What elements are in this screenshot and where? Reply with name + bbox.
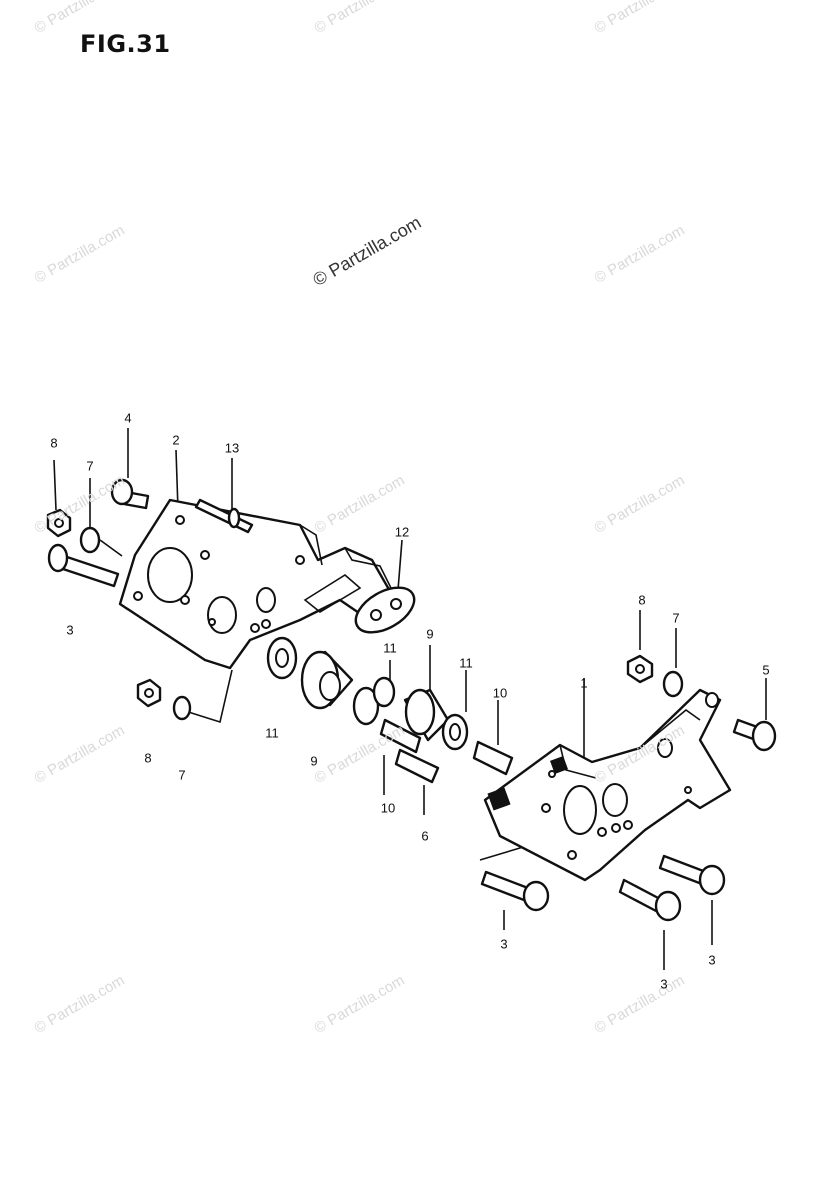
callout-label: 8 — [50, 435, 58, 451]
callout-label: 7 — [86, 458, 94, 474]
callout-label: 3 — [660, 976, 668, 992]
callout-label: 2 — [172, 432, 180, 448]
callout-label: 4 — [124, 410, 132, 426]
bolt-4 — [110, 478, 150, 510]
rubber-pad — [354, 586, 416, 634]
callout-label: 6 — [421, 828, 429, 844]
callout-label: 8 — [638, 592, 646, 608]
hardware-right — [626, 654, 777, 752]
callout-label: 3 — [500, 936, 508, 952]
callout-label: 11 — [265, 725, 279, 741]
callout-label: 11 — [383, 640, 397, 656]
hardware-left-bottom — [136, 678, 192, 721]
callout-label: 1 — [580, 675, 588, 691]
callout-label: 5 — [762, 662, 770, 678]
callout-label: 9 — [426, 626, 434, 642]
bracket-left — [118, 498, 397, 670]
figure-title: FIG.31 — [80, 30, 171, 58]
bolt-13 — [194, 498, 254, 534]
callout-label: 12 — [394, 524, 410, 540]
callout-label: 8 — [144, 750, 152, 766]
center-bushing-stack — [266, 636, 514, 784]
bracket-right — [483, 688, 732, 882]
callout-label: 3 — [708, 952, 716, 968]
callout-label: 7 — [672, 610, 680, 626]
callout-label: 13 — [224, 440, 240, 456]
callout-label: 9 — [310, 753, 318, 769]
bolts-3-lower — [480, 854, 726, 922]
callout-label: 10 — [380, 800, 396, 816]
callout-label: 7 — [178, 767, 186, 783]
hardware-left-top — [46, 508, 120, 588]
callout-label: 3 — [66, 622, 74, 638]
callout-label: 11 — [459, 655, 473, 671]
callout-label: 10 — [492, 685, 508, 701]
